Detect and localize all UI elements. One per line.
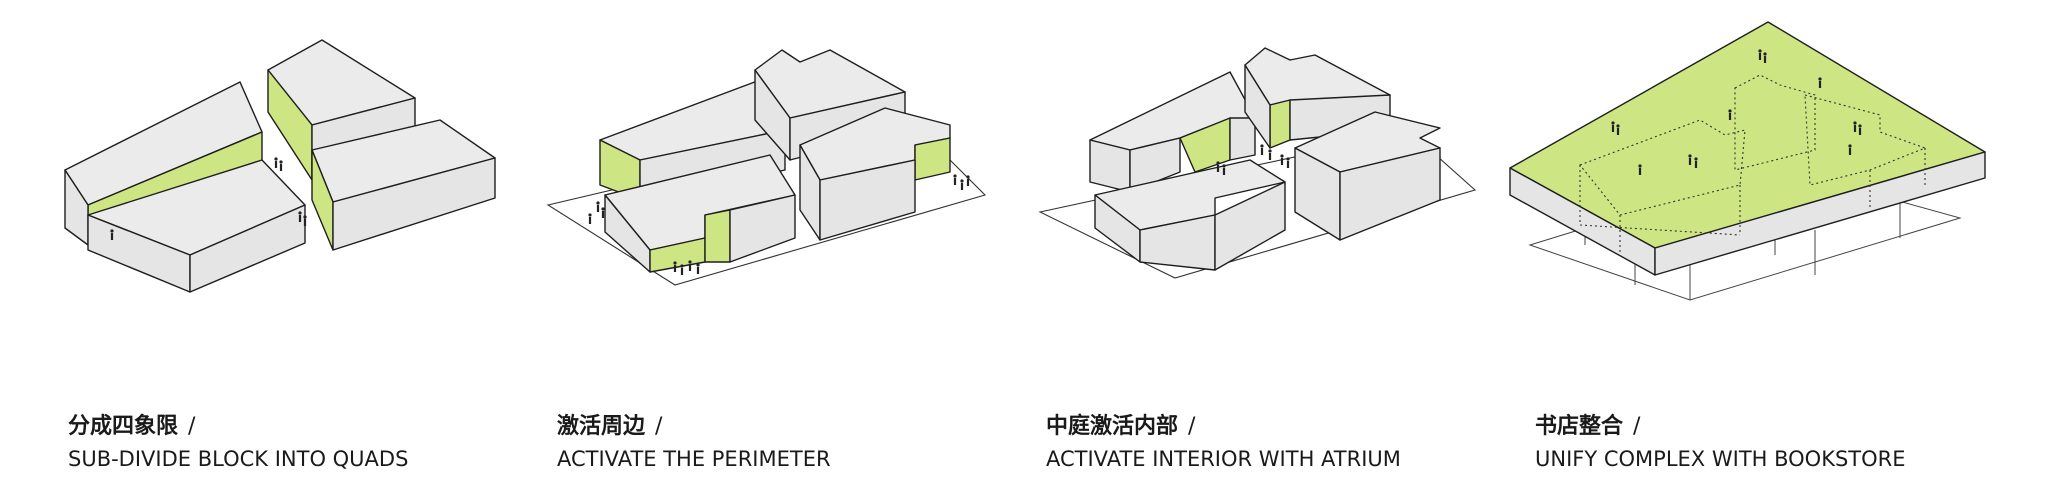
step4-massing xyxy=(1509,21,1986,301)
step3-title-cn: 中庭激活内部 xyxy=(1046,414,1179,439)
step4-unified-roof-slab xyxy=(1509,21,1986,276)
step3-block-west xyxy=(1089,71,1256,193)
step1-title-en: SUB-DIVIDE BLOCK INTO QUADS xyxy=(68,447,409,471)
step2-massing xyxy=(546,49,987,286)
step2-caption: 激活周边 / ACTIVATE THE PERIMETER xyxy=(557,410,831,474)
step2-block-east xyxy=(799,107,951,241)
step1-separator: / xyxy=(188,414,196,439)
step2-separator: / xyxy=(655,414,663,439)
step1-caption: 分成四象限 / SUB-DIVIDE BLOCK INTO QUADS xyxy=(68,410,408,474)
step1-block-south xyxy=(87,159,306,293)
step4-separator: / xyxy=(1633,414,1641,439)
step3-separator: / xyxy=(1188,414,1196,439)
step1-title-cn: 分成四象限 xyxy=(68,414,179,439)
step3-block-south xyxy=(1094,159,1286,271)
step1-massing xyxy=(64,39,496,293)
step1-block-east xyxy=(311,119,496,251)
step4-title-cn-row: 书店整合 / xyxy=(1535,410,1906,444)
step3-title-cn-row: 中庭激活内部 / xyxy=(1046,410,1401,444)
step1-title-cn-row: 分成四象限 / xyxy=(68,410,408,444)
step2-title-cn-row: 激活周边 / xyxy=(557,410,831,444)
step3-title-en: ACTIVATE INTERIOR WITH ATRIUM xyxy=(1046,447,1401,471)
step4-caption: 书店整合 / UNIFY COMPLEX WITH BOOKSTORE xyxy=(1535,410,1906,474)
step4-title-en: UNIFY COMPLEX WITH BOOKSTORE xyxy=(1535,447,1906,471)
step2-title-en: ACTIVATE THE PERIMETER xyxy=(557,447,831,471)
step2-block-south xyxy=(604,154,796,273)
step3-caption: 中庭激活内部 / ACTIVATE INTERIOR WITH ATRIUM xyxy=(1046,410,1401,474)
step4-hidden-blocks xyxy=(1579,74,1927,255)
step4-title-cn: 书店整合 xyxy=(1535,414,1624,439)
step3-block-east xyxy=(1294,111,1441,241)
step2-title-cn: 激活周边 xyxy=(557,414,646,439)
step3-massing xyxy=(1038,47,1477,279)
